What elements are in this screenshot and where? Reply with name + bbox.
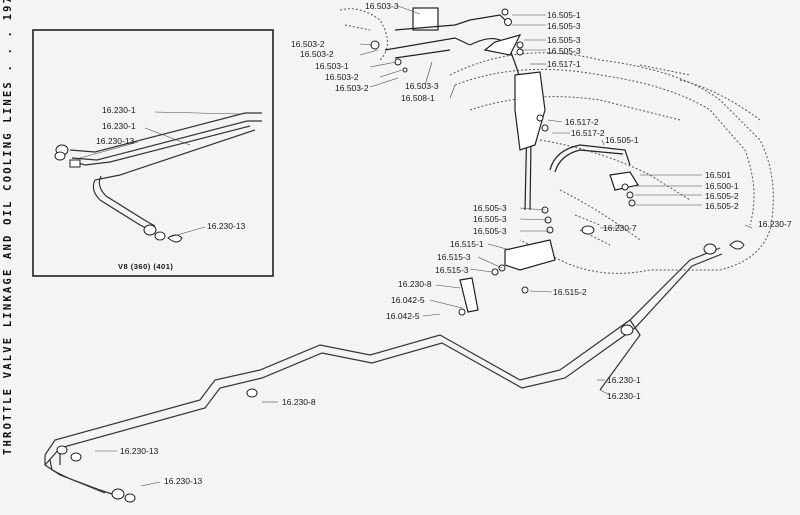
- callout: 16.505-3: [473, 203, 507, 213]
- callout: 16.230-8: [282, 397, 316, 407]
- callout: 16.505-3: [547, 35, 581, 45]
- callout: 16.042-5: [386, 311, 420, 321]
- callout: 16.515-3: [435, 265, 469, 275]
- callout: 16.508-1: [401, 93, 435, 103]
- diagram-title: THROTTLE VALVE LINKAGE AND OIL COOLING L…: [2, 0, 14, 455]
- callout: 16.230-1: [607, 391, 641, 401]
- callout: 16.515-3: [437, 252, 471, 262]
- callout: 16.503-3: [365, 1, 399, 11]
- inset-caption: V8 (360) (401): [118, 262, 174, 271]
- inset-fittings: [54, 144, 183, 243]
- inset-callout: 16.230-1: [102, 121, 136, 131]
- callout: 16.500-1: [705, 181, 739, 191]
- main-fittings: [56, 225, 745, 503]
- callout: 16.230-8: [398, 279, 432, 289]
- callout: 16.230-1: [607, 375, 641, 385]
- leader-lines: [79, 5, 753, 487]
- callout: 16.042-5: [391, 295, 425, 305]
- callout: 16.517-2: [565, 117, 599, 127]
- callout: 16.517-1: [547, 59, 581, 69]
- callout: 16.503-2: [300, 49, 334, 59]
- callout: 16.230-13: [164, 476, 203, 486]
- callout: 16.230-7: [758, 219, 792, 229]
- callout: 16.515-2: [553, 287, 587, 297]
- callout: 16.503-2: [325, 72, 359, 82]
- callout: 16.505-3: [547, 21, 581, 31]
- throttle-linkage: [384, 7, 639, 313]
- callout: 16.505-1: [605, 135, 639, 145]
- callout: 16.515-1: [450, 239, 484, 249]
- inset-cooling-lines: [69, 112, 262, 231]
- callout: 16.501: [705, 170, 731, 180]
- inset-callout: 16.230-13: [96, 136, 135, 146]
- callout: 16.505-3: [473, 226, 507, 236]
- inset-frame: [32, 29, 274, 277]
- main-cooling-lines: [44, 247, 723, 496]
- callout: 16.230-13: [120, 446, 159, 456]
- linkage-washers: [370, 8, 636, 316]
- callout: 16.503-1: [315, 61, 349, 71]
- callout: 16.505-3: [473, 214, 507, 224]
- callout: 16.505-3: [547, 46, 581, 56]
- callout: 16.517-2: [571, 128, 605, 138]
- callout: 16.503-2: [335, 83, 369, 93]
- callout: 16.503-3: [405, 81, 439, 91]
- callout: 16.505-2: [705, 191, 739, 201]
- callout: 16.230-7: [603, 223, 637, 233]
- inset-callout: 16.230-1: [102, 105, 136, 115]
- callout: 16.503-2: [291, 39, 325, 49]
- inset-callout: 16.230-13: [207, 221, 246, 231]
- callout: 16.505-2: [705, 201, 739, 211]
- callout: 16.505-1: [547, 10, 581, 20]
